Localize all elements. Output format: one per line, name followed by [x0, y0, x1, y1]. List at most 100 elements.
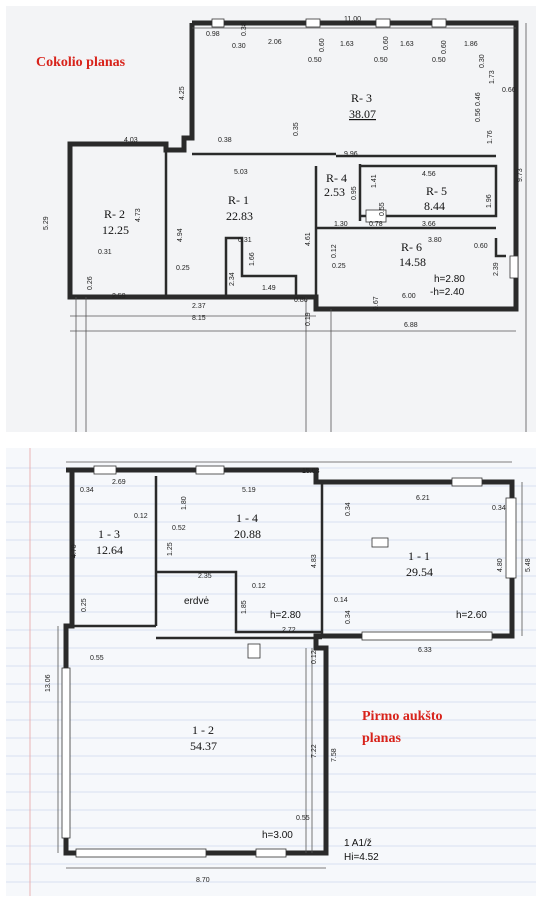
- basement-dimension-label: 3.80: [428, 237, 442, 244]
- basement-dimension-label: 0.30: [479, 54, 486, 68]
- basement-dimension-label: 0.25: [176, 265, 190, 272]
- room-11-id: 1 - 1: [408, 549, 430, 563]
- room-r3-id: R- 3: [351, 91, 372, 105]
- ground-dimension-label: 0.55: [90, 655, 104, 662]
- basement-dimension-label: 0.30: [232, 43, 246, 50]
- ground-dimension-label: 7.58: [331, 748, 338, 762]
- stamp-line-2: Hi=4.52: [344, 852, 379, 863]
- basement-outer-wall: [67, 20, 519, 312]
- basement-dimension-label: 0.38: [241, 22, 248, 36]
- ground-height-11: h=2.60: [456, 610, 487, 621]
- basement-dimension-label: 0.67: [373, 296, 380, 310]
- basement-dimension-label: 3.66: [422, 221, 436, 228]
- basement-dimension-label: 4.03: [124, 137, 138, 144]
- room-14-id: 1 - 4: [236, 511, 258, 525]
- basement-dimension-label: 2.59: [112, 293, 126, 300]
- basement-dimension-label: 11.00: [344, 16, 361, 23]
- space-label: erdvė: [184, 596, 209, 607]
- room-13-area: 12.64: [96, 543, 123, 557]
- room-r3-area: 38.07: [349, 107, 376, 121]
- ground-window-4: [505, 497, 517, 579]
- ground-outer-wall: [63, 467, 515, 856]
- ground-window-1: [93, 465, 117, 475]
- ground-dimension-label: 8.70: [196, 877, 210, 884]
- basement-window-3: [375, 18, 391, 28]
- basement-window-1: [211, 18, 225, 28]
- basement-dimension-label: 0.60: [383, 36, 390, 50]
- room-r4-id: R- 4: [326, 171, 347, 185]
- basement-dimension-label: 0.12: [331, 244, 338, 258]
- ground-stairs-icon: [247, 643, 261, 659]
- ground-dimension-label: 15.03: [302, 468, 320, 475]
- basement-window-5: [509, 255, 519, 279]
- ground-plan-drawing: 1 - 3 12.64 1 - 4 20.88 1 - 1 29.54 1 - …: [6, 448, 536, 896]
- basement-dimension-label: 2.37: [192, 303, 206, 310]
- ground-dimension-label: 0.34: [80, 487, 94, 494]
- basement-dimension-label: 0.55: [379, 202, 386, 216]
- room-13-id: 1 - 3: [98, 527, 120, 541]
- basement-dimension-label: 0.86: [294, 297, 308, 304]
- basement-dimension-label: 0.50: [308, 57, 322, 64]
- basement-dimension-label: 1.63: [340, 41, 354, 48]
- basement-plan-panel: Cokolio planas R- 3 38.07 R- 1 22.83 R- …: [6, 6, 536, 432]
- ground-window-3: [451, 477, 483, 487]
- ground-dimension-label: 1.80: [181, 496, 188, 510]
- basement-dimension-label: 0.60: [474, 243, 488, 250]
- basement-wall-r1-inner: [224, 236, 298, 297]
- basement-dimension-label: 0.66: [502, 87, 516, 94]
- basement-dimension-label: 0.35: [293, 122, 300, 136]
- ground-dimension-label: 4.83: [311, 554, 318, 568]
- basement-dimension-label: 1.86: [464, 41, 478, 48]
- basement-dimension-label: 2.06: [268, 39, 282, 46]
- room-12-id: 1 - 2: [192, 723, 214, 737]
- basement-plan-title: Cokolio planas: [36, 55, 126, 70]
- room-12-area: 54.37: [190, 739, 217, 753]
- basement-dimension-label: 0.50: [374, 57, 388, 64]
- ground-dimension-label: 0.55: [296, 815, 310, 822]
- basement-dimension-label: 1.76: [487, 130, 494, 144]
- ground-window-8: [255, 848, 287, 858]
- ground-dimension-label: 2.69: [112, 479, 126, 486]
- basement-dimension-label: 0.56: [475, 108, 482, 122]
- ground-dimension-label: 13.06: [45, 674, 52, 692]
- basement-wall-r5: [360, 164, 498, 218]
- basement-dimension-label: 0.60: [319, 38, 326, 52]
- basement-dimension-label: 1.63: [400, 41, 414, 48]
- ground-dimension-label: 1.25: [167, 542, 174, 556]
- basement-dimension-label: 6.88: [404, 322, 418, 329]
- ground-dimension-label: 4.80: [497, 558, 504, 572]
- ground-dimension-label: 4.70: [71, 544, 78, 558]
- basement-dimension-label: 5.03: [234, 169, 248, 176]
- ground-dimension-label: 1.85: [241, 600, 248, 614]
- basement-dimension-label: 4.25: [179, 86, 186, 100]
- room-r5-area: 8.44: [424, 199, 445, 213]
- basement-dimension-label: 4.61: [305, 232, 312, 246]
- basement-dimension-label: 0.26: [87, 276, 94, 290]
- ground-dimension-label: 0.25: [81, 598, 88, 612]
- basement-dimension-label: 0.31: [238, 237, 252, 244]
- room-11-area: 29.54: [406, 565, 433, 579]
- ground-window-6: [61, 667, 71, 839]
- ground-plan-panel: 1 - 3 12.64 1 - 4 20.88 1 - 1 29.54 1 - …: [6, 448, 536, 896]
- basement-dimension-label: 2.34: [229, 272, 236, 286]
- basement-dimension-label: 9.73: [517, 168, 524, 182]
- basement-window-4: [431, 18, 447, 28]
- basement-dimension-label: 1.30: [334, 221, 348, 228]
- ground-dimension-label: 0.34: [345, 502, 352, 516]
- ground-dimension-label: 5.19: [242, 487, 256, 494]
- basement-dimension-label: 0.60: [441, 40, 448, 54]
- stamp-line-1: 1 A1/ž: [344, 838, 372, 849]
- basement-dimension-label: 4.94: [177, 228, 184, 242]
- ground-dimension-label: 0.34: [492, 505, 506, 512]
- room-r1-id: R- 1: [228, 193, 249, 207]
- basement-dimension-label: 8.15: [192, 315, 206, 322]
- basement-dimension-label: 1.41: [371, 174, 378, 188]
- basement-dimension-label: 0.38: [218, 137, 232, 144]
- ground-fixture-icon: [371, 537, 389, 548]
- notebook-ruling: [6, 467, 536, 883]
- basement-dimension-label: 4.73: [135, 208, 142, 222]
- room-r2-area: 12.25: [102, 223, 129, 237]
- ground-dimension-label: 2.72: [282, 627, 296, 634]
